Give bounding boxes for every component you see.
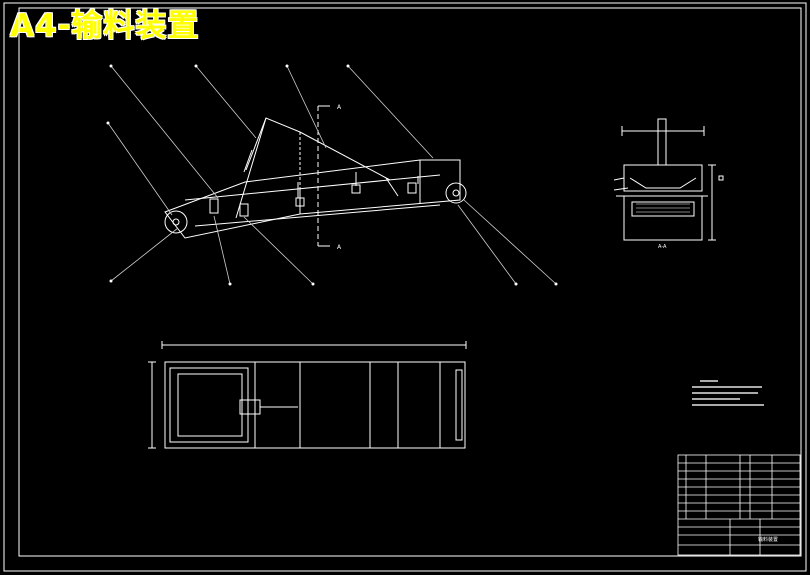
drawing-title: A4-输料装置 — [10, 8, 200, 44]
section-marker-bottom: A — [337, 244, 342, 251]
outer-border — [3, 2, 807, 572]
section-idler-hatch — [636, 203, 690, 213]
section-label: A-A — [658, 244, 667, 250]
title-block-drawing-name: 输料装置 — [758, 536, 778, 543]
part-leader-lines — [107, 65, 557, 285]
plan-view — [148, 341, 467, 449]
inner-border — [18, 7, 802, 557]
section-marker-top: A — [337, 104, 342, 111]
tail-pulley — [164, 210, 188, 234]
technical-notes — [692, 380, 764, 406]
conveyor-frame — [164, 159, 461, 239]
section-a-a-view — [613, 118, 724, 241]
part-balloons — [106, 64, 558, 286]
side-elevation-view — [164, 105, 467, 247]
title-block — [677, 454, 801, 556]
head-pulley — [445, 182, 467, 204]
